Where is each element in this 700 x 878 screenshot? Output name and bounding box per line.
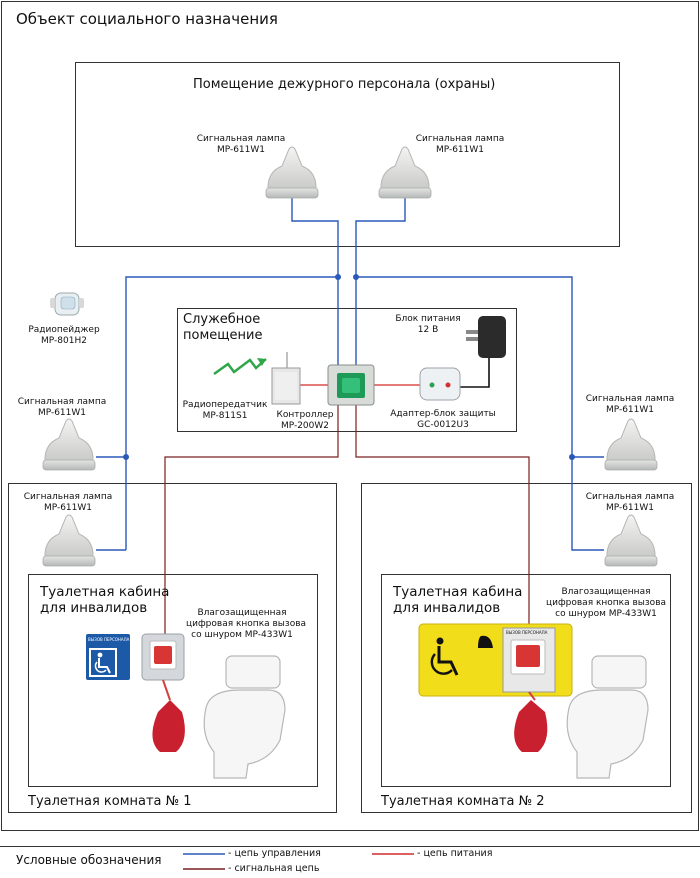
radio-wave-icon <box>213 358 267 376</box>
guard-room <box>75 62 620 247</box>
sign-1-text: ВЫЗОВ ПЕРСОНАЛА <box>88 637 130 642</box>
legend-title: Условные обозначения <box>16 853 162 867</box>
junction-dots <box>123 274 575 460</box>
call-button-1 <box>141 633 185 701</box>
legend-control-text: - цепь управления <box>228 848 321 859</box>
legend-signal-text: - сигнальная цепь <box>228 863 320 874</box>
pull-cord-handle-2 <box>514 700 548 752</box>
pager-device <box>50 292 84 316</box>
room-1-title: Туалетная комната № 1 <box>28 794 192 809</box>
room-2-title: Туалетная комната № 2 <box>381 794 545 809</box>
lamp-left-upper <box>42 418 96 471</box>
legend-divider <box>0 846 700 847</box>
disabled-sign-blue <box>86 634 130 680</box>
lamp-right-lower <box>604 514 658 567</box>
disabled-sign-yellow <box>418 623 573 701</box>
adapter-device <box>419 367 461 401</box>
signal-lines <box>164 398 530 636</box>
guard-room-title: Помещение дежурного персонала (охраны) <box>193 77 496 92</box>
transmitter-device <box>271 352 301 405</box>
pull-cord-handle-1 <box>152 700 185 752</box>
legend-power-text: - цепь питания <box>417 848 493 859</box>
toilet-icon-1 <box>203 655 286 779</box>
lamp-right-upper <box>604 418 658 471</box>
controller-device <box>327 364 375 406</box>
lamp-left-lower <box>42 514 96 567</box>
power-supply-device <box>466 316 506 358</box>
toilet-icon-2 <box>566 655 649 779</box>
page-title: Объект социального назначения <box>16 10 278 28</box>
sign-2-text: ВЫЗОВ ПЕРСОНАЛА <box>506 630 548 635</box>
